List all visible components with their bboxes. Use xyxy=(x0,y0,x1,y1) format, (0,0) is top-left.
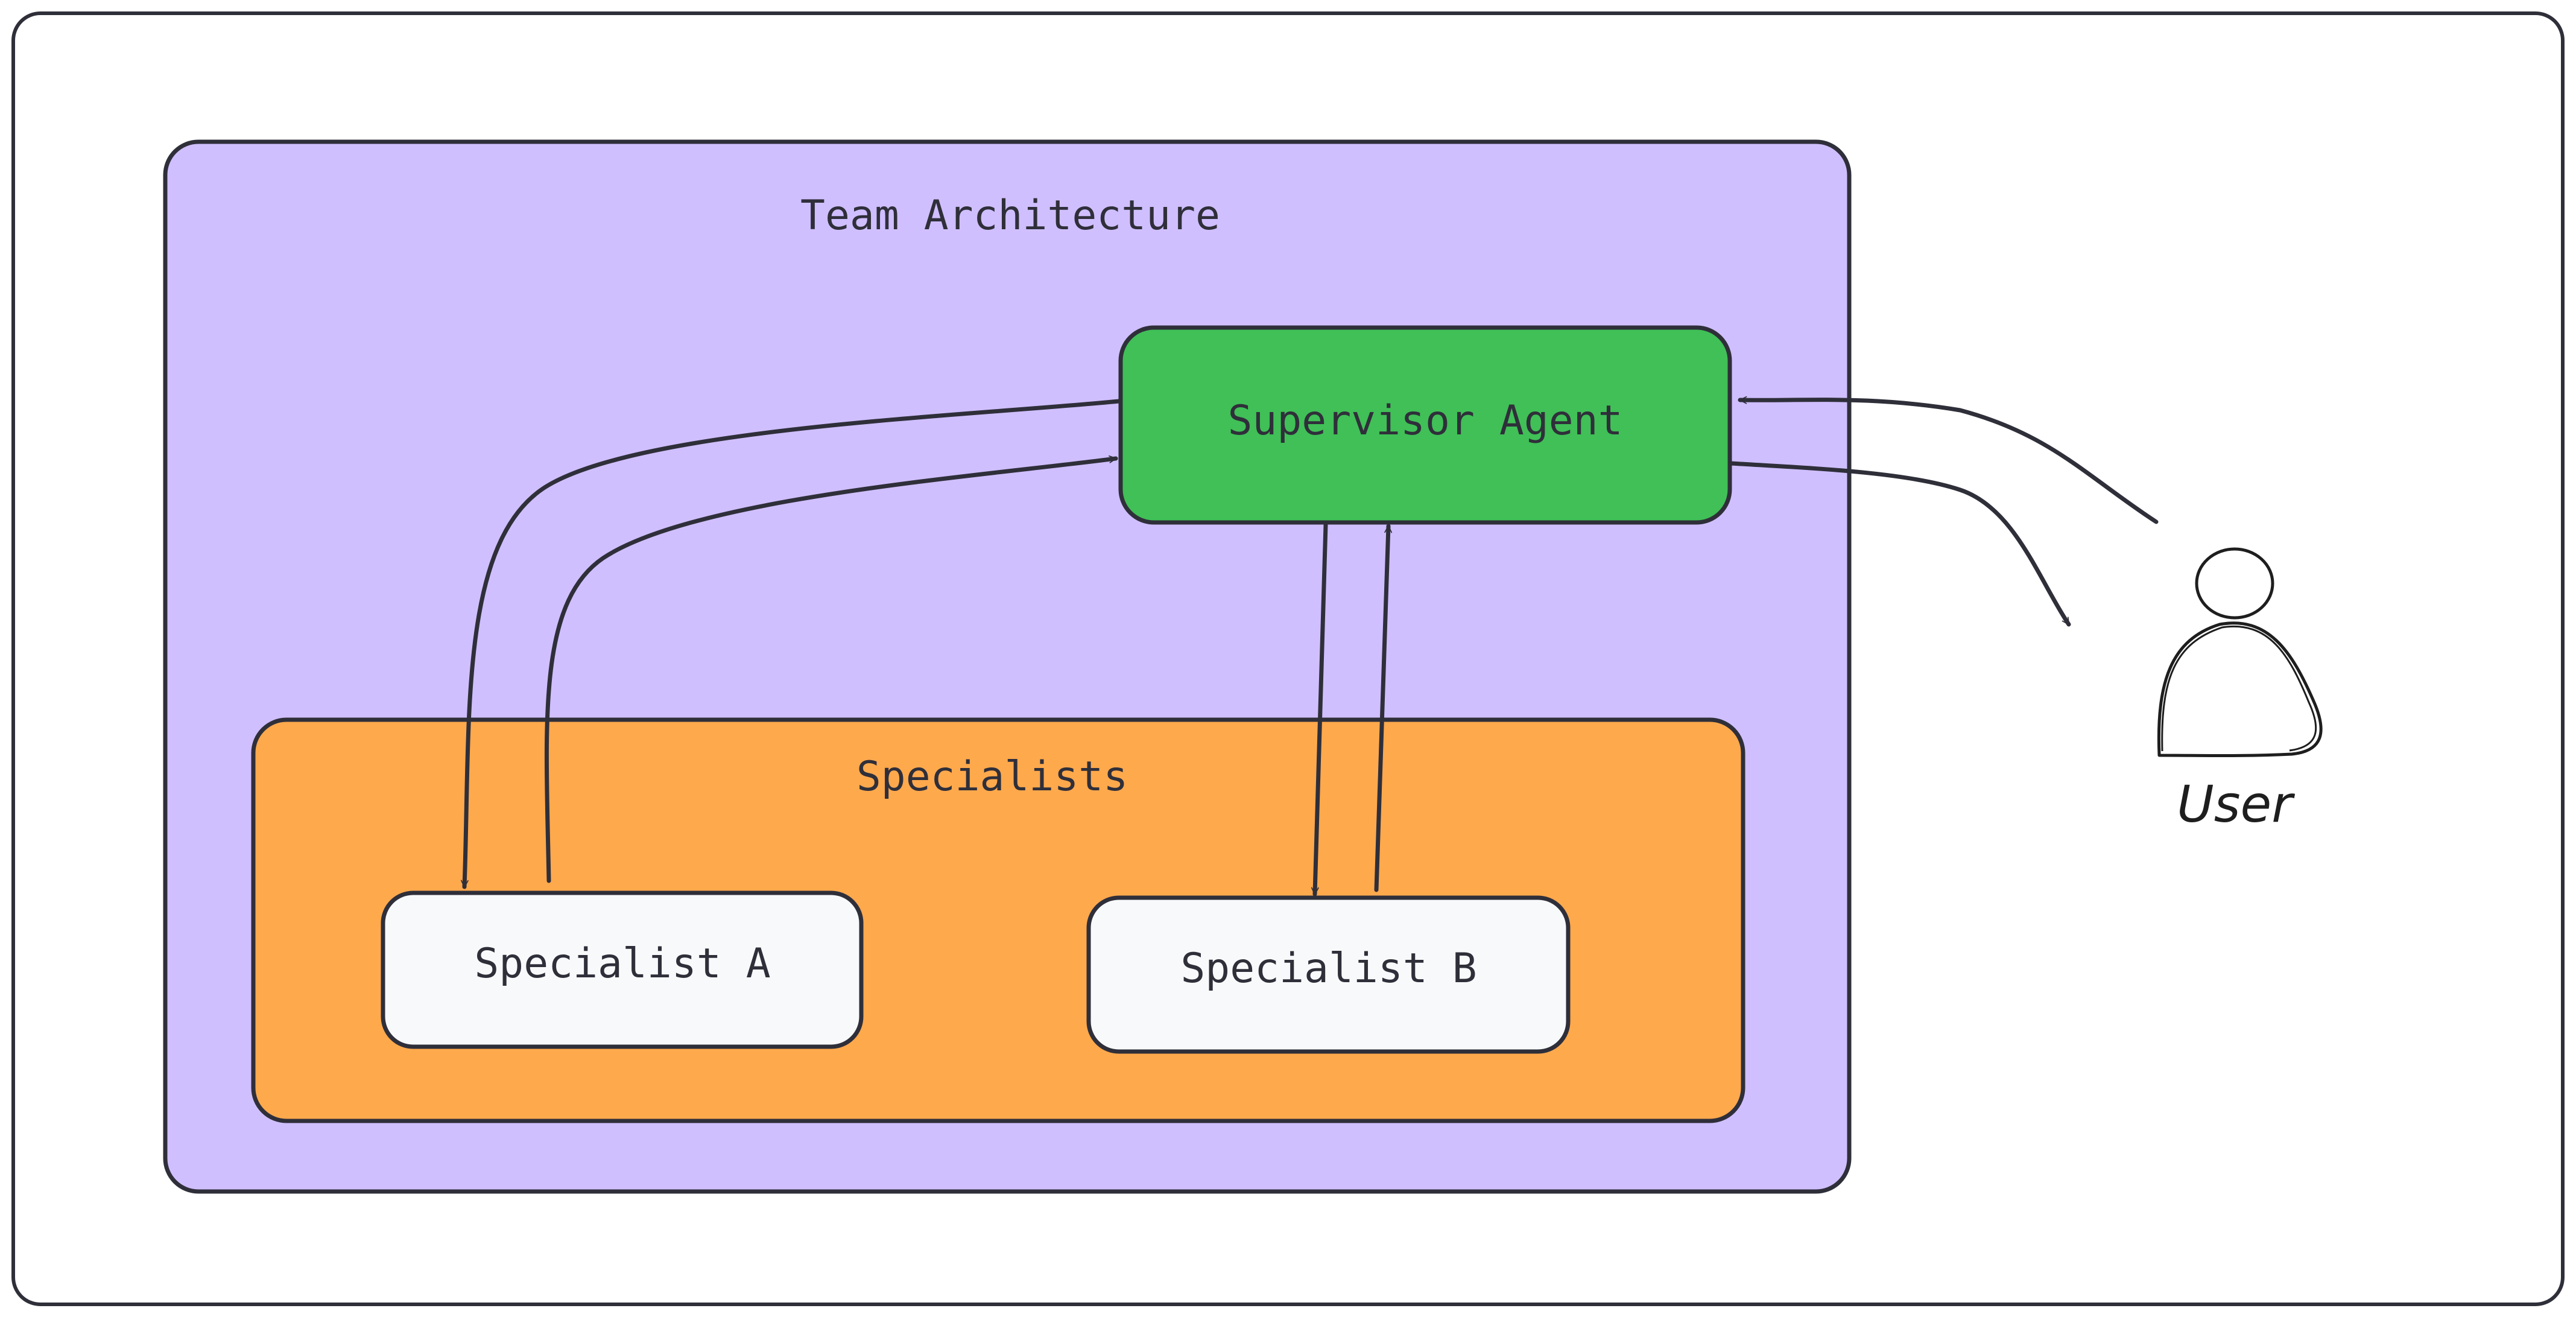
supervisor-agent-box[interactable] xyxy=(1118,325,1732,525)
edge-user-to-supervisor xyxy=(1738,396,2159,524)
edge-supervisor-to-specialist-a xyxy=(460,399,1121,889)
edge-specialist-a-to-supervisor xyxy=(544,455,1118,883)
user-head xyxy=(2195,547,2274,620)
edge-supervisor-to-user xyxy=(1729,461,2071,627)
specialist-a-box[interactable] xyxy=(381,890,864,1049)
edge-specialist-b-to-supervisor xyxy=(1374,524,1393,892)
team-architecture-label: Team Architecture xyxy=(800,192,1220,240)
specialist-b-box[interactable] xyxy=(1086,895,1571,1054)
specialist-b-label: Specialist B xyxy=(1180,945,1476,992)
user-body-sketch xyxy=(2161,626,2317,752)
user-body xyxy=(2157,621,2323,757)
user-node[interactable]: User xyxy=(2157,547,2323,834)
specialists-label: Specialists xyxy=(856,753,1128,801)
supervisor-agent-node[interactable]: Supervisor Agent xyxy=(1118,325,1732,525)
supervisor-agent-label: Supervisor Agent xyxy=(1227,397,1622,445)
user-label: User xyxy=(2177,775,2295,834)
specialist-b-node[interactable]: Specialist B xyxy=(1086,895,1571,1054)
specialist-a-node[interactable]: Specialist A xyxy=(381,890,864,1049)
specialist-a-label: Specialist A xyxy=(474,940,770,988)
edge-supervisor-to-specialist-b xyxy=(1311,522,1328,897)
